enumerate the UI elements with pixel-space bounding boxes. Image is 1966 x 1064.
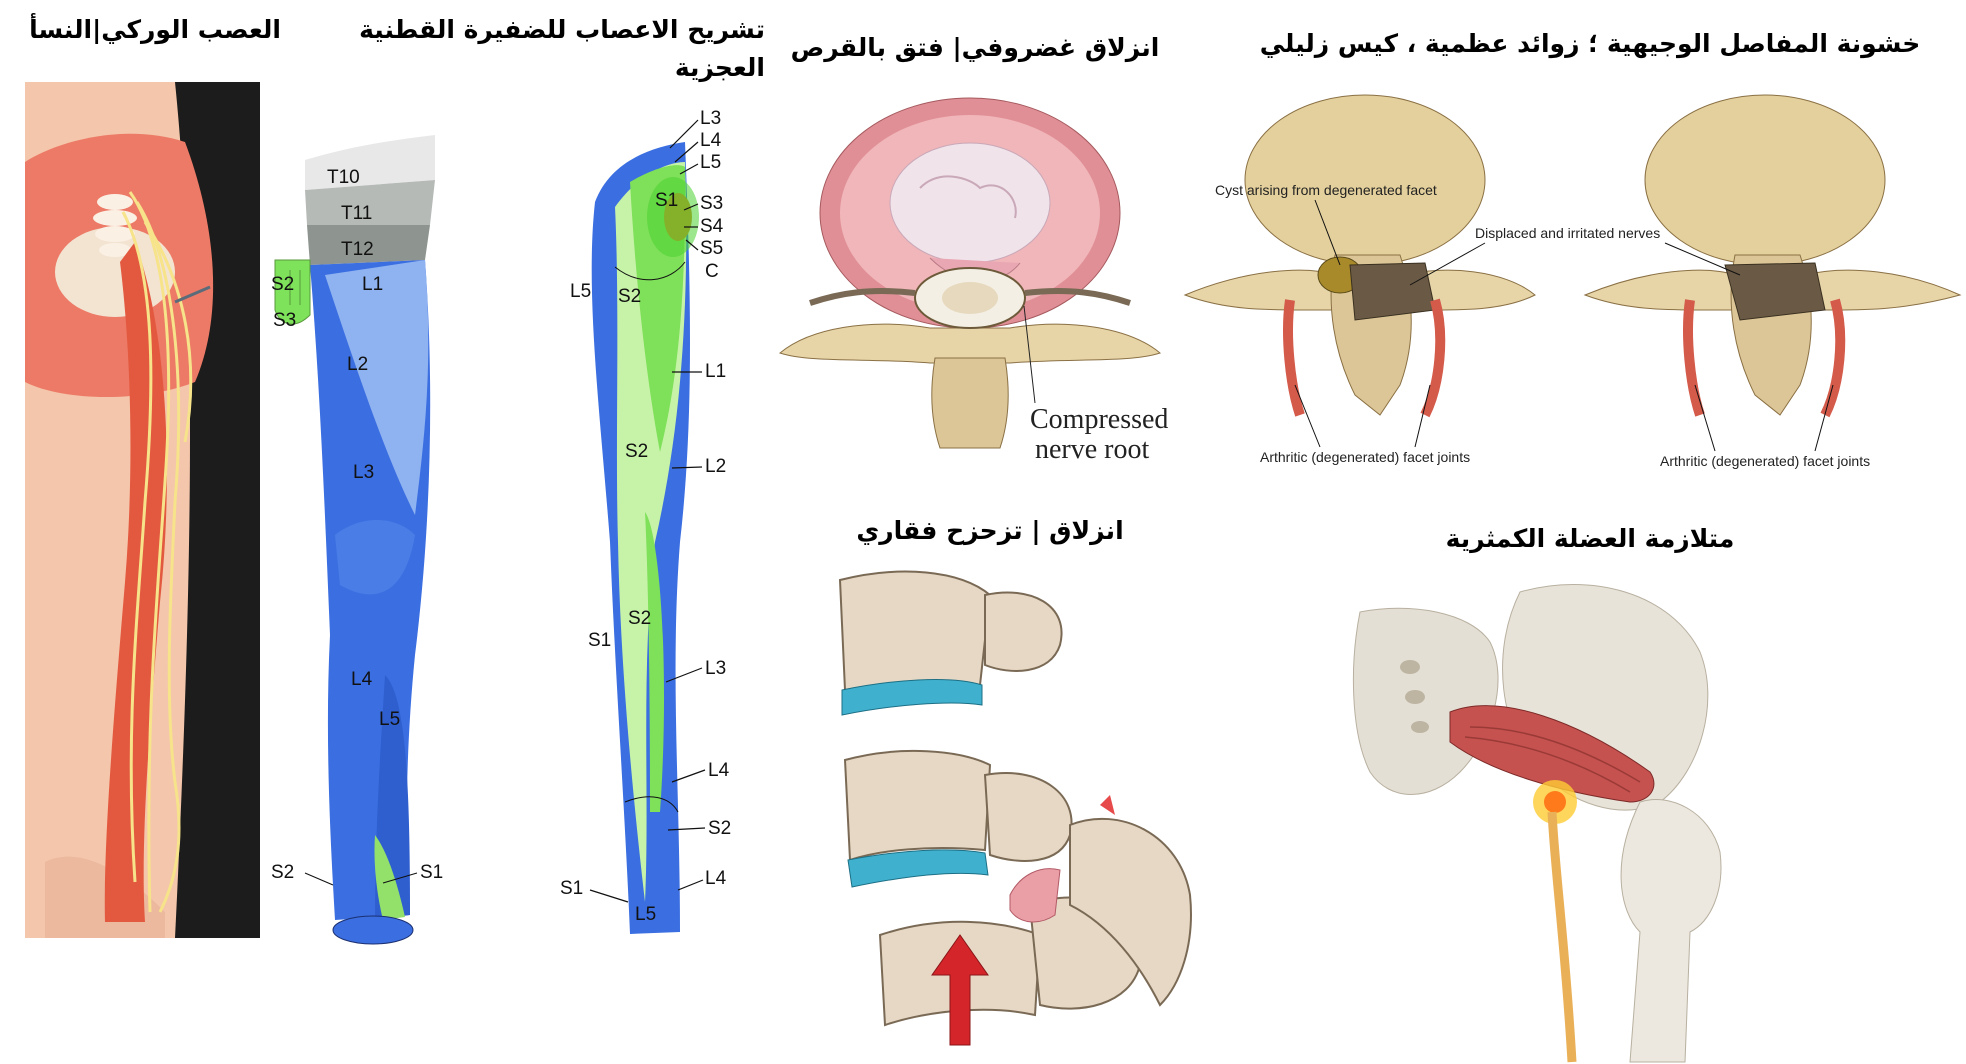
back-label-s1: S1	[655, 190, 678, 211]
label-l3: L3	[353, 462, 374, 483]
sacrum-bone	[93, 194, 137, 257]
red-arrow	[931, 934, 989, 1046]
disc-upper	[841, 679, 983, 716]
compressed-caption-line1: Compressed	[1030, 404, 1168, 435]
piriformis-illustration	[1352, 584, 1722, 1063]
sciatic-nerve	[121, 191, 193, 913]
back-label-s2-low: S2	[628, 608, 651, 629]
disc-lower	[847, 849, 989, 888]
back-label-s5: S5	[700, 238, 723, 259]
label-l2: L2	[347, 354, 368, 375]
herniation-illustration: Compressed nerve root	[778, 97, 1168, 465]
facet-vertebra-right	[1583, 94, 1962, 418]
back-label-s1-foot: S1	[560, 878, 583, 899]
t12-band	[307, 225, 430, 265]
back-label-l4-low: L4	[708, 760, 730, 781]
compressed-caption-line2: nerve root	[1035, 434, 1150, 465]
label-l4: L4	[351, 669, 373, 690]
back-label-l4: L4	[700, 130, 722, 151]
back-label-s4: S4	[700, 216, 724, 237]
facet-vertebra-left	[1183, 94, 1536, 418]
dermatome-title-line1: تشريح الاعصاب للضفيرة القطنية	[359, 15, 765, 44]
label-l1: L1	[362, 274, 383, 295]
sciatic-title: العصب الوركي|النسأ	[29, 15, 281, 44]
dermatome-front-leg: T10 T11 T12 L1 L2 L3 L4 L5 S2 S3 S2 S1	[271, 135, 443, 945]
spondylolisthesis-illustration	[838, 570, 1192, 1046]
piriformis-title: متلازمة العضلة الكمثرية	[1445, 524, 1735, 553]
s2-s3-patch	[274, 259, 311, 325]
front-foot	[332, 915, 414, 945]
back-label-l1: L1	[705, 361, 726, 382]
sciatic-nerve-piriformis	[1547, 811, 1577, 1063]
back-label-l3-low: L3	[705, 658, 726, 679]
back-label-l5: L5	[700, 152, 721, 173]
arthritic-label-right: Arthritic (degenerated) facet joints	[1660, 453, 1870, 469]
label-t12: T12	[341, 239, 374, 260]
label-s2-foot: S2	[271, 862, 294, 883]
t10-band	[305, 135, 435, 190]
facet-title: خشونة المفاصل الوجيهية ؛ زوائد عظمية ، ك…	[1259, 29, 1921, 58]
back-label-l5-left: L5	[570, 281, 591, 302]
back-label-s2-upper: S2	[618, 286, 641, 307]
displaced-nerves-label: Displaced and irritated nerves	[1475, 225, 1660, 241]
label-s1-foot: S1	[420, 862, 443, 883]
dermatome-back-leg: L3 L4 L5 S1 S3 S4 S5 C L5 S2 L1 S2 L2 S2…	[560, 108, 731, 934]
t11-band	[305, 180, 435, 225]
back-label-l3: L3	[700, 108, 721, 129]
label-s3-top: S3	[273, 310, 296, 331]
label-s2-top: S2	[271, 274, 294, 295]
back-label-l4-foot: L4	[705, 868, 727, 889]
herniation-title: انزلاق غضروفي| فتق بالقرص	[790, 33, 1160, 62]
pars-defect	[1009, 868, 1061, 923]
back-label-s2-ankle: S2	[708, 818, 731, 839]
femur	[1620, 798, 1722, 1063]
back-label-s3: S3	[700, 193, 723, 214]
back-label-s2-mid: S2	[625, 441, 648, 462]
back-label-s1-low: S1	[588, 630, 611, 651]
label-l5: L5	[379, 709, 400, 730]
piriformis-muscle	[1449, 705, 1655, 803]
vertebra-stack	[838, 570, 1192, 1027]
back-label-l5-foot: L5	[635, 904, 656, 925]
cyst-label: Cyst arising from degenerated facet	[1215, 182, 1437, 198]
spondylolisthesis-title: انزلاق | تزحزح فقاري	[856, 516, 1124, 545]
dermatome-title-line2: العجزية	[674, 53, 765, 82]
sciatic-illustration	[25, 82, 260, 938]
nucleus-pulposus	[889, 142, 1051, 264]
facet-illustration: Cyst arising from degenerated facet Disp…	[1183, 94, 1962, 469]
arthritic-label-left: Arthritic (degenerated) facet joints	[1260, 449, 1470, 465]
back-label-l2: L2	[705, 456, 726, 477]
label-t10: T10	[327, 167, 360, 188]
transverse-process	[778, 323, 1162, 364]
label-t11: T11	[341, 203, 372, 224]
back-label-c: C	[705, 261, 719, 282]
sacrum	[1352, 607, 1499, 795]
